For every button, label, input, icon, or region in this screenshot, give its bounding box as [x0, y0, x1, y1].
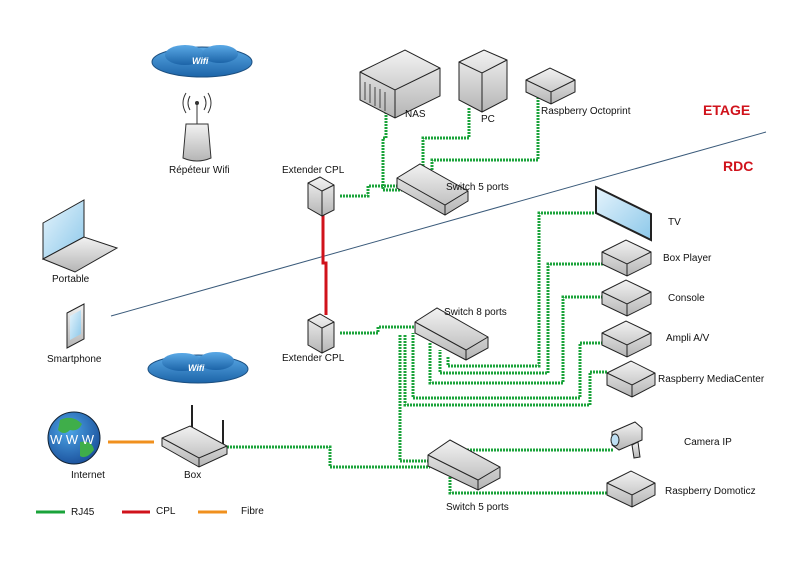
repeater-label: Répéteur Wifi [169, 165, 230, 176]
internet-globe-icon [47, 411, 101, 465]
laptop-label: Portable [52, 274, 90, 285]
extender-cpl-bottom-icon [307, 313, 335, 354]
rj45-links [227, 97, 613, 495]
box-label: Box [184, 470, 202, 481]
switch-5-ports-top-icon [396, 163, 469, 216]
tv-icon [595, 185, 652, 242]
nas-icon [359, 49, 441, 119]
console-icon [601, 279, 652, 317]
domoticz-label: Raspberry Domoticz [665, 486, 756, 497]
octoprint-label: Raspberry Octoprint [541, 106, 631, 117]
legend-fibre-label: Fibre [241, 506, 264, 517]
switch-5-ports-bottom-icon [427, 439, 501, 491]
ampli-icon [601, 320, 652, 358]
extender-bottom-label: Extender CPL [282, 353, 345, 364]
wifi-cloud-bottom-label: Wifi [188, 363, 205, 373]
pc-icon [458, 49, 508, 113]
raspberry-mediacenter-icon [606, 360, 656, 398]
camera-label: Camera IP [684, 437, 732, 448]
cpl-link [321, 213, 328, 315]
raspberry-domoticz-icon [606, 470, 656, 508]
laptop-icon [41, 199, 119, 273]
pc-label: PC [481, 114, 495, 125]
wifi-cloud-bottom-icon [147, 352, 249, 384]
internet-globe-text: W W W [50, 432, 95, 447]
box-router-icon [161, 405, 228, 468]
legend-rj45-label: RJ45 [71, 507, 95, 518]
extender-cpl-top-icon [307, 176, 335, 217]
smartphone-icon [66, 303, 85, 349]
ampli-label: Ampli A/V [666, 333, 710, 344]
repeater-icon [182, 92, 212, 162]
tv-label: TV [668, 217, 681, 228]
legend-cpl-label: CPL [156, 506, 176, 517]
console-label: Console [668, 293, 705, 304]
zone-rdc: RDC [723, 158, 754, 174]
floor-divider [110, 131, 767, 317]
switch-8-ports-icon [414, 307, 489, 361]
wifi-cloud-icon [151, 45, 253, 78]
wifi-cloud-top-label: Wifi [192, 56, 209, 66]
extender-top-label: Extender CPL [282, 165, 345, 176]
switch5-bottom-label: Switch 5 ports [446, 502, 509, 513]
switch5-top-label: Switch 5 ports [446, 182, 509, 193]
mediacenter-label: Raspberry MediaCenter [658, 374, 765, 385]
smartphone-label: Smartphone [47, 354, 102, 365]
internet-label: Internet [71, 470, 105, 481]
zone-etage: ETAGE [703, 102, 751, 118]
box-player-icon [601, 239, 652, 277]
raspberry-octoprint-icon [525, 67, 576, 105]
switch8-label: Switch 8 ports [444, 307, 507, 318]
camera-ip-icon [610, 421, 643, 459]
nas-label: NAS [405, 109, 426, 120]
box-player-label: Box Player [663, 253, 712, 264]
